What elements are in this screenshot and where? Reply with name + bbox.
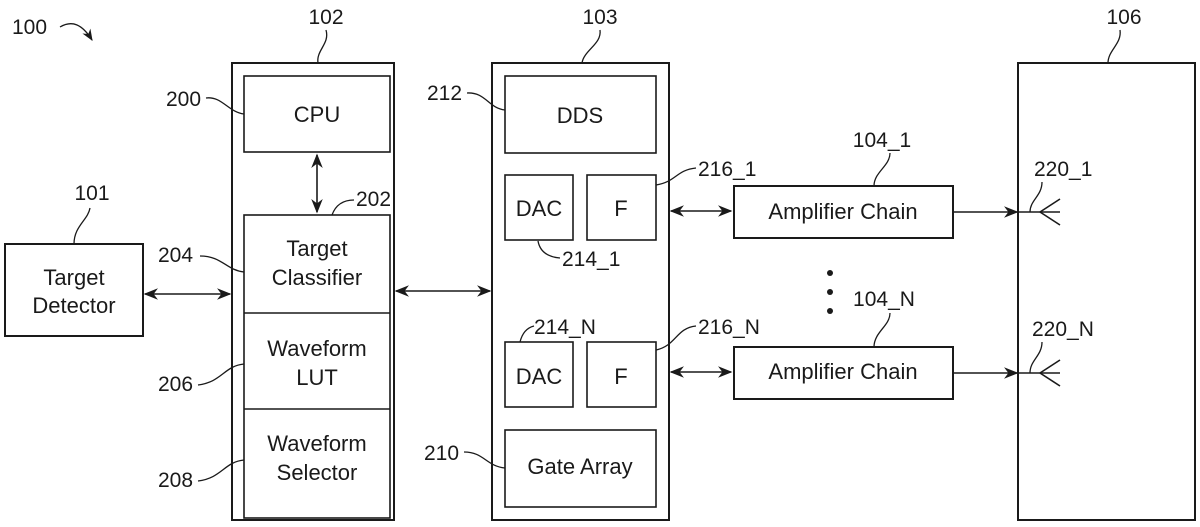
antenna-1-leader [1029, 181, 1043, 213]
amplifier-chain-1-label: Amplifier Chain [768, 199, 917, 224]
amplifier-chain-n-leader [873, 312, 891, 348]
target-detector-ref: 101 [74, 182, 109, 205]
filter-1-label: F [614, 196, 627, 221]
amplifier-chain-1-leader [873, 152, 891, 187]
dac-1-leader [537, 240, 561, 259]
filter-n-label: F [614, 364, 627, 389]
figure-ref-label: 100 [12, 16, 47, 39]
controller-ref: 102 [308, 6, 343, 29]
antenna-array-ref: 106 [1106, 6, 1141, 29]
dds-label: DDS [557, 103, 603, 128]
filter-n-ref: 216_N [698, 316, 760, 339]
waveform-selector-leader [197, 459, 245, 482]
gate-array-label: Gate Array [527, 454, 632, 479]
waveform-lut-leader [197, 363, 245, 386]
waveform-selector-label-1: Waveform [267, 431, 366, 456]
controller-leader [317, 29, 328, 64]
waveform-lut-label-1: Waveform [267, 336, 366, 361]
target-detector-label-2: Detector [32, 293, 115, 318]
target-classifier-leader [199, 255, 245, 273]
antenna-n-icon [1018, 359, 1061, 387]
dds-ref: 212 [427, 82, 462, 105]
filter-1-block [586, 174, 657, 241]
controller-module-block [243, 214, 391, 519]
controller-block [231, 62, 395, 521]
filter-1-leader [655, 167, 697, 186]
amplifier-chain-1-ref: 104_1 [853, 129, 911, 152]
signal-generator-leader [581, 29, 601, 64]
target-classifier-label-2: Classifier [272, 265, 362, 290]
target-detector-block [4, 243, 144, 337]
filter-1-ref: 216_1 [698, 158, 756, 181]
waveform-lut-ref: 206 [158, 373, 193, 396]
ellipsis-dot-2 [827, 289, 833, 295]
cpu-ref: 200 [166, 88, 201, 111]
antenna-1-ref: 220_1 [1034, 158, 1092, 181]
filter-n-block [586, 341, 657, 408]
dac-1-ref: 214_1 [562, 248, 620, 271]
dds-leader [466, 92, 506, 111]
ellipsis-dot-3 [827, 308, 833, 314]
dds-block [504, 75, 657, 154]
gate-array-leader [463, 451, 506, 469]
target-detector-label-1: Target [43, 265, 104, 290]
dac-n-ref: 214_N [534, 316, 596, 339]
antenna-n-leader [1029, 341, 1043, 374]
waveform-selector-label-2: Selector [277, 460, 358, 485]
antenna-1-icon [1018, 198, 1061, 226]
target-detector-leader [73, 207, 91, 245]
signal-generator-ref: 103 [582, 6, 617, 29]
dac-n-label: DAC [516, 364, 563, 389]
ellipsis-dot-1 [827, 270, 833, 276]
antenna-array-block [1017, 62, 1196, 521]
waveform-lut-label-2: LUT [296, 365, 338, 390]
cpu-label: CPU [294, 102, 340, 127]
gate-array-block [504, 429, 657, 508]
antenna-array-leader [1107, 29, 1121, 64]
filter-n-leader [655, 325, 697, 351]
dac-1-block [504, 174, 574, 241]
dac-n-leader [519, 325, 535, 343]
dac-1-label: DAC [516, 196, 563, 221]
figure-ref-arrow-icon [59, 23, 93, 41]
target-classifier-ref: 204 [158, 244, 193, 267]
amplifier-chain-n-ref: 104_N [853, 288, 915, 311]
controller-module-leader [331, 199, 355, 216]
target-classifier-label-1: Target [286, 236, 347, 261]
signal-generator-block [491, 62, 670, 521]
waveform-selector-ref: 208 [158, 469, 193, 492]
gate-array-ref: 210 [424, 442, 459, 465]
antenna-n-ref: 220_N [1032, 318, 1094, 341]
dac-n-block [504, 341, 574, 408]
controller-module-ref: 202 [356, 188, 391, 211]
amplifier-chain-n-label: Amplifier Chain [768, 359, 917, 384]
cpu-leader [205, 97, 245, 115]
